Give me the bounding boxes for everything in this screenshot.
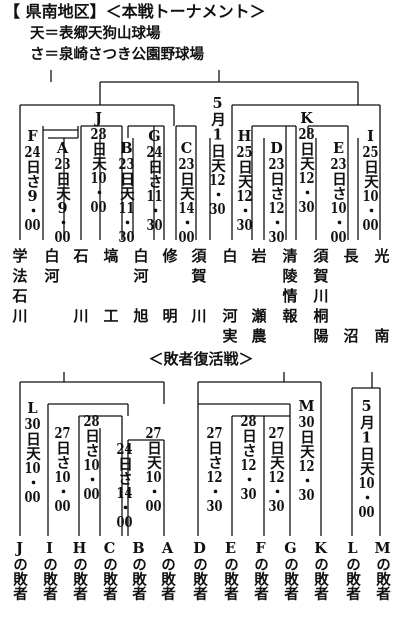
team-shirakawa-kyokuto: 白河 旭: [133, 247, 149, 325]
team-shirakawa-jitsugyo-tail: 実: [222, 327, 238, 345]
entrant-g-loser: Gの敗者: [282, 540, 299, 601]
team-sukagawa: 須賀 川: [191, 247, 207, 325]
page-title: 【 県南地区】＜本戦トーナメント＞: [4, 2, 266, 21]
repechage-match-3-schedule: 24日さ14・00: [116, 442, 133, 529]
match-K-schedule: K28日天12・30: [298, 110, 315, 214]
repechage-match-7-schedule: 27日天12・30: [268, 426, 285, 513]
team-hikari-minami-tail: 南: [374, 327, 390, 345]
team-iwase-no-tail: 農: [251, 327, 267, 345]
repechage-final-schedule: 5月1日天10・00: [358, 398, 375, 519]
team-naganuma-tail: 沼: [343, 327, 359, 345]
team-shirakawa: 白河: [44, 247, 60, 285]
team-naganuma: 長: [343, 247, 359, 265]
entrant-j-loser: Jの敗者: [11, 540, 28, 601]
repechage-match-1-schedule: 27日さ10・00: [54, 426, 71, 513]
repechage-match-5-schedule: 27日さ12・30: [206, 426, 223, 513]
team-gakuho-ishikawa: 学法石川: [12, 247, 28, 325]
entrant-h-loser: Hの敗者: [71, 540, 88, 601]
match-H-schedule: H25日天12・30: [236, 128, 253, 232]
match-I-schedule: I25日天10・00: [362, 128, 379, 232]
repechage-match-6-schedule: 28日さ12・30: [240, 414, 257, 501]
team-shirakawa-jitsugyo: 白 河: [222, 247, 238, 325]
match-C-schedule: C23日天14・00: [178, 140, 195, 244]
team-hikari-minami: 光: [374, 247, 390, 265]
entrant-l-loser: Lの敗者: [344, 540, 361, 601]
match-L-schedule: L30日天10・00: [24, 400, 41, 504]
team-sukagawa-toyo-tail: 陽: [313, 327, 329, 345]
team-ishikawa: 石 川: [73, 247, 89, 325]
match-F-schedule: F24日さ9・00: [24, 128, 41, 232]
match-M-schedule: M30日天12・30: [298, 398, 315, 502]
match-G-schedule: G24日さ11・30: [146, 128, 163, 232]
repechage-match-4-schedule: 27日天10・00: [145, 426, 162, 513]
match-D-schedule: D23日さ12・30: [268, 140, 285, 244]
team-sukagawa-toyo: 須賀川桐: [313, 247, 329, 325]
team-seiryo-joho: 清陵情報: [282, 247, 298, 325]
entrant-f-loser: Fの敗者: [252, 540, 269, 601]
entrant-c-loser: Cの敗者: [101, 540, 118, 601]
match-E-schedule: E23日さ10・00: [330, 140, 347, 244]
venue-ten: 天＝表郷天狗山球場: [30, 25, 161, 42]
entrant-i-loser: Iの敗者: [41, 540, 58, 601]
final-schedule: 5月1日天12・30: [209, 95, 226, 216]
repechage-title: ＜敗者復活戦＞: [148, 350, 254, 368]
entrant-a-loser: Aの敗者: [159, 540, 176, 601]
match-J-schedule: J28日天10・00: [90, 110, 107, 214]
entrant-b-loser: Bの敗者: [130, 540, 147, 601]
entrant-m-loser: Mの敗者: [374, 540, 391, 601]
entrant-d-loser: Dの敗者: [191, 540, 208, 601]
entrant-k-loser: Kの敗者: [312, 540, 329, 601]
team-iwase-no: 岩 瀬: [251, 247, 267, 325]
team-hanawa-ko: 塙 工: [103, 247, 119, 325]
venue-sa: さ＝泉崎さつき公園野球場: [30, 46, 204, 63]
entrant-e-loser: Eの敗者: [222, 540, 239, 601]
repechage-match-2-schedule: 28日さ10・00: [83, 414, 100, 501]
match-A-schedule: A23日天9・00: [54, 140, 71, 244]
match-B-schedule: B23日天11・30: [118, 140, 135, 244]
team-shumei: 修 明: [162, 247, 178, 325]
